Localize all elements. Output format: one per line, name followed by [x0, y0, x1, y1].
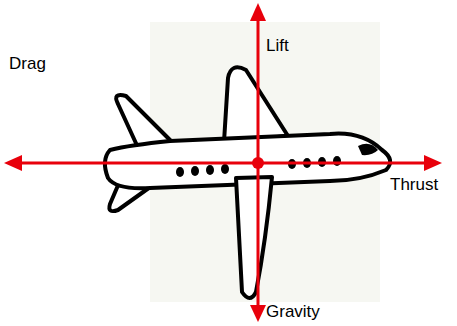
lower-wing — [236, 177, 272, 298]
force-label: Gravity — [266, 303, 320, 322]
windows — [176, 144, 378, 177]
force-arrows — [4, 3, 442, 322]
force-label: Thrust — [390, 176, 438, 195]
force-label: Lift — [266, 37, 289, 56]
cockpit — [358, 144, 378, 155]
force-label: Drag — [9, 55, 46, 74]
upper-wing — [224, 67, 288, 142]
